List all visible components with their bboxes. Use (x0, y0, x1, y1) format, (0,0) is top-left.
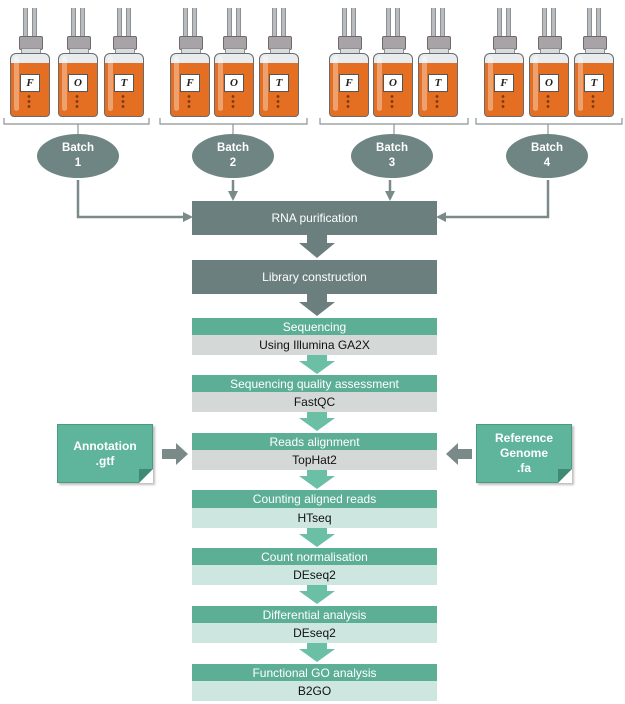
batch-3-title: Batch (376, 142, 408, 154)
batch-2-title: Batch (217, 142, 249, 154)
batch-1-node: Batch 1 (37, 134, 119, 178)
flask-label: F (20, 74, 40, 92)
step-sequencing-title: Sequencing (192, 318, 437, 335)
bracket-batch-3 (319, 118, 469, 125)
flask-batch2-f: F (170, 8, 210, 118)
arrow-reference-in (446, 443, 472, 465)
step-quality-tool: FastQC (192, 392, 437, 412)
flask-label: O (539, 74, 559, 92)
bracket-batch-2 (159, 118, 308, 125)
batch-4-number: 4 (543, 157, 551, 169)
page-fold-icon (558, 469, 572, 483)
arrow-normalisation-to-differential (299, 585, 335, 604)
batch-3-node: Batch 3 (351, 134, 433, 178)
flask-label: T (584, 74, 604, 92)
step-normalisation-tool: DEseq2 (192, 565, 437, 585)
flask-label: T (114, 74, 134, 92)
batch-3-number: 3 (388, 157, 396, 169)
step-differential-tool: DEseq2 (192, 623, 437, 643)
bracket-batch-1 (3, 118, 150, 125)
annotation-gtf-note: Annotation .gtf (57, 424, 153, 483)
step-alignment-title: Reads alignment (192, 433, 437, 450)
batch-1-number: 1 (74, 157, 82, 169)
connector-batch-4 (436, 180, 550, 222)
step-functional-tool: B2GO (192, 681, 437, 701)
step-normalisation-title: Count normalisation (192, 548, 437, 565)
batch-4-node: Batch 4 (506, 134, 588, 178)
flask-batch1-t: T (104, 8, 144, 118)
annotation-ext: .gtf (95, 453, 115, 468)
reference-line2: Genome (499, 446, 548, 460)
bracket-batch-4 (475, 118, 623, 125)
flask-batch2-t: T (259, 8, 299, 118)
step-alignment-tool: TopHat2 (192, 450, 437, 470)
step-counting-title: Counting aligned reads (192, 490, 437, 508)
batch-4-title: Batch (531, 142, 563, 154)
step-rna-purification: RNA purification (192, 201, 437, 235)
arrow-annotation-in (162, 443, 188, 465)
arrow-quality-to-alignment (299, 412, 335, 431)
flask-label: F (339, 74, 359, 92)
arrow-library-to-sequencing (299, 294, 335, 316)
flask-label: T (428, 74, 448, 92)
flask-label: O (68, 74, 88, 92)
flask-label: O (383, 74, 403, 92)
flask-batch2-o: O (214, 8, 254, 118)
flask-batch4-o: O (529, 8, 569, 118)
step-counting-tool: HTseq (192, 508, 437, 528)
flask-label: F (494, 74, 514, 92)
flask-label: O (224, 74, 244, 92)
connector-batch-1 (76, 180, 193, 222)
step-quality-title: Sequencing quality assessment (192, 375, 437, 392)
arrow-sequencing-to-quality (299, 355, 335, 374)
batch-2-number: 2 (229, 157, 237, 169)
flask-batch4-t: T (574, 8, 614, 118)
reference-ext: .fa (516, 461, 531, 475)
step-functional-title: Functional GO analysis (192, 664, 437, 681)
reference-line1: Reference (494, 431, 554, 445)
page-fold-icon (139, 469, 153, 483)
batch-2-node: Batch 2 (192, 134, 274, 178)
flask-batch1-o: O (58, 8, 98, 118)
flask-label: T (269, 74, 289, 92)
arrow-rna-to-library (299, 235, 335, 258)
flask-batch3-t: T (418, 8, 458, 118)
step-library-construction: Library construction (192, 260, 437, 294)
flask-batch3-o: O (373, 8, 413, 118)
arrow-alignment-to-counting (299, 470, 335, 489)
flask-label: F (180, 74, 200, 92)
flask-batch1-f: F (10, 8, 50, 118)
step-sequencing-tool: Using Illumina GA2X (192, 335, 437, 355)
step-differential-title: Differential analysis (192, 606, 437, 623)
flask-batch4-f: F (484, 8, 524, 118)
reference-genome-note: Reference Genome .fa (476, 424, 572, 483)
flask-batch3-f: F (329, 8, 369, 118)
annotation-title: Annotation (73, 438, 137, 453)
arrow-counting-to-normalisation (299, 528, 335, 547)
batch-1-title: Batch (62, 142, 94, 154)
arrow-differential-to-functional (299, 643, 335, 662)
